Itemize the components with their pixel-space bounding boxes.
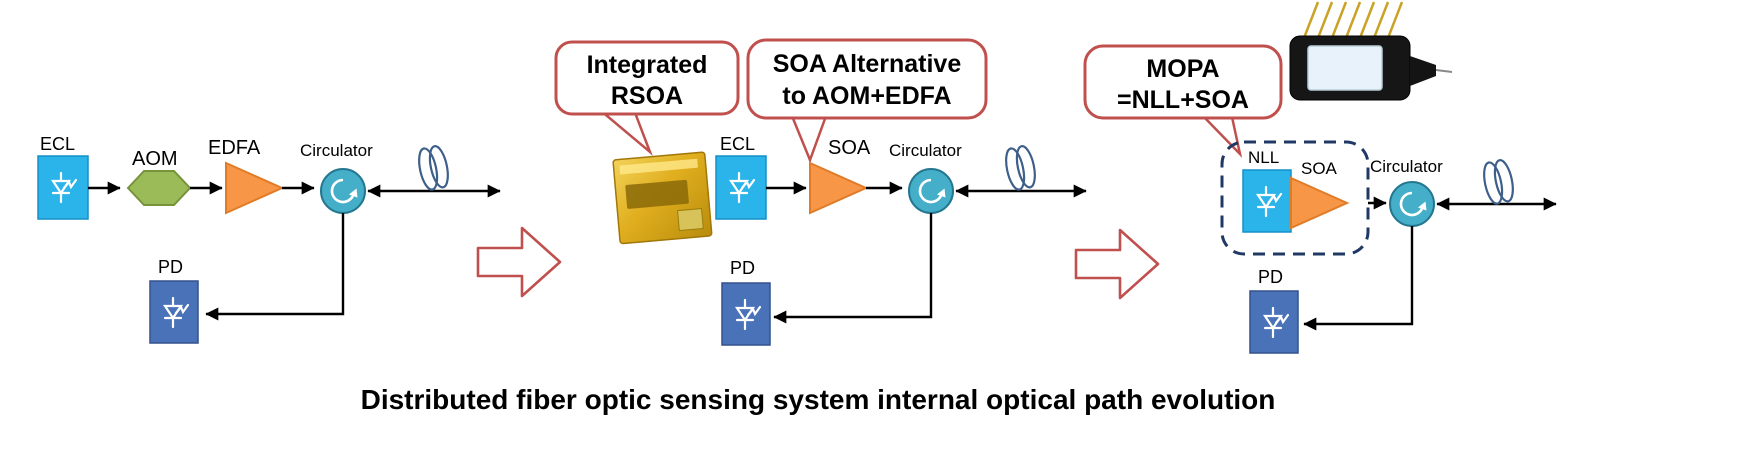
soa-amplifier — [809, 161, 869, 215]
stage1-group: ECL AOM EDFA Circulator PD — [37, 134, 501, 344]
wire-circ-pd — [1303, 226, 1414, 331]
stage2-group: Integrated RSOA SOA Alternative to AOM+E… — [554, 38, 1087, 346]
nll-label: NLL — [1248, 148, 1279, 167]
ecl-box — [715, 155, 767, 220]
package-pins — [1302, 1, 1404, 39]
bubble-text: SOA Alternative — [773, 50, 962, 78]
pd-label: PD — [158, 257, 183, 277]
bubble-tail — [790, 114, 828, 164]
bubble-text: Integrated — [587, 51, 708, 79]
fiber-coil — [1479, 157, 1518, 207]
bubble-text: =NLL+SOA — [1117, 86, 1249, 114]
ecl-label: ECL — [40, 134, 75, 154]
aom-label: AOM — [132, 148, 178, 170]
soa-amplifier — [1290, 176, 1350, 230]
evolution-arrow-2 — [1074, 228, 1160, 300]
circulator — [1388, 180, 1436, 228]
aom-modulator — [126, 170, 192, 206]
ecl-box — [37, 155, 89, 220]
edfa-label: EDFA — [208, 137, 261, 159]
pd-box — [1249, 290, 1299, 354]
pd-box — [721, 282, 771, 346]
bubble-mopa: MOPA =NLL+SOA — [1083, 44, 1283, 158]
rsoa-chip-photo — [612, 151, 713, 245]
circulator — [907, 167, 955, 215]
nll-box — [1242, 169, 1292, 233]
bubble-text: to AOM+EDFA — [782, 82, 951, 110]
bubble-text: MOPA — [1146, 55, 1219, 83]
bubble-tail — [1201, 115, 1243, 158]
wire-circ-pd — [773, 213, 933, 324]
stage3-group: MOPA =NLL+SOA NLL SOA — [1083, 1, 1557, 354]
soa-label: SOA — [828, 137, 871, 159]
fiber-coil — [1001, 143, 1040, 193]
wire-circ-pd — [205, 213, 345, 321]
ecl-label: ECL — [720, 134, 755, 154]
bubble-body — [554, 40, 740, 116]
butterfly-laser-photo — [1289, 1, 1453, 101]
evolution-arrow-1 — [476, 226, 562, 298]
bubble-text: RSOA — [611, 82, 683, 110]
circulator-label: Circulator — [889, 141, 962, 160]
circulator-label: Circulator — [300, 141, 373, 160]
soa-label: SOA — [1301, 159, 1338, 178]
circulator — [319, 167, 367, 215]
circulator-label: Circulator — [1370, 157, 1443, 176]
bubble-integrated-rsoa: Integrated RSOA — [554, 40, 740, 157]
bubble-tail — [596, 108, 653, 157]
pd-box — [149, 280, 199, 344]
bubble-body — [746, 38, 988, 120]
bubble-body — [1083, 44, 1283, 120]
bubble-soa-alternative: SOA Alternative to AOM+EDFA — [746, 38, 988, 164]
mopa-dashed-box — [1220, 140, 1370, 256]
diagram-caption: Distributed fiber optic sensing system i… — [361, 384, 1276, 415]
pd-label: PD — [730, 258, 755, 278]
fiber-coil — [414, 143, 453, 193]
edfa-amplifier — [225, 161, 285, 215]
pd-label: PD — [1258, 267, 1283, 287]
